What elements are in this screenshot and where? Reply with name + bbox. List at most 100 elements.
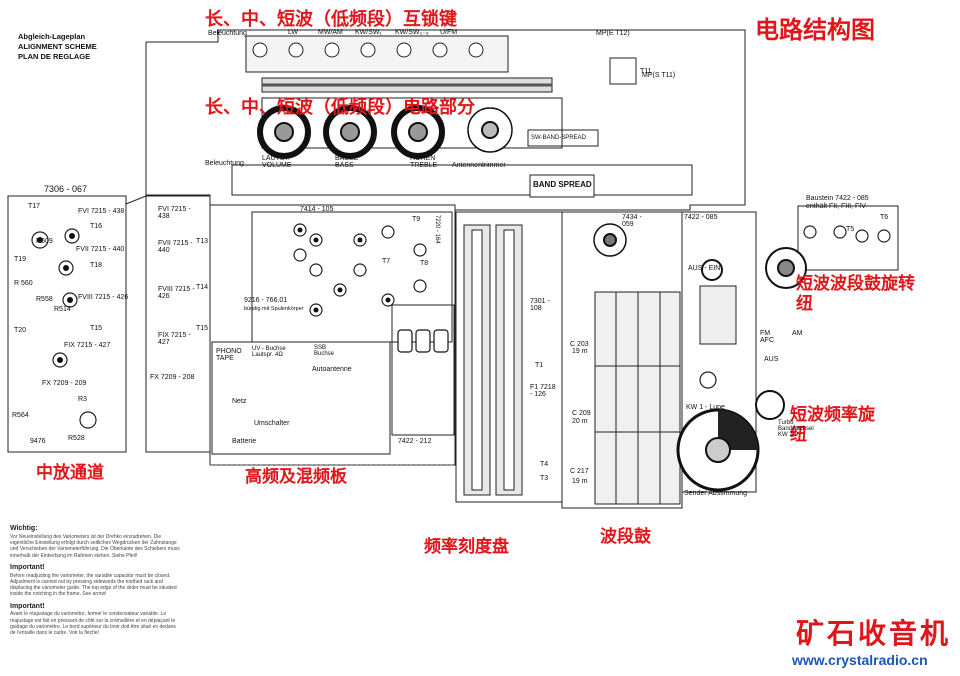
label-fvi-right: FVI 7215 - 438 — [158, 206, 191, 220]
label-c203: C 203 — [570, 341, 589, 348]
annotation-rf-mixer-board: 高频及混频板 — [245, 467, 347, 487]
label-bass: BASSE BASS — [335, 155, 359, 169]
sw-band-spread-box — [527, 129, 599, 147]
label-t6: T6 — [880, 214, 889, 221]
label-t8: T8 — [420, 260, 429, 267]
band-spread-box — [529, 174, 595, 198]
key-label-fm: U/FM — [440, 29, 458, 36]
label-fvii-right: FVII 7215 - 440 — [158, 240, 193, 254]
label-t15: T15 — [90, 325, 103, 332]
label-r564: R564 — [12, 412, 29, 419]
rf-module — [391, 304, 455, 436]
label-7220: 7220 - 164 — [434, 215, 440, 244]
label-t19: T19 — [14, 256, 27, 263]
label-board-7414: 7414 - 105 — [300, 206, 334, 213]
baustein-box — [797, 205, 899, 271]
label-board-7422-212: 7422 - 212 — [398, 438, 432, 445]
label-fvi-left: FVI 7215 - 438 — [78, 208, 125, 215]
if-board-left — [7, 195, 127, 453]
label-umschalter: Umschalter — [254, 420, 290, 427]
label-band-spread: BAND SPREAD — [533, 180, 592, 189]
title-line-3: PLAN DE REGLAGE — [18, 51, 91, 61]
label-fx-right: FX 7209 - 208 — [150, 374, 195, 381]
note-body-fr: Avant le réajustage du variomètre, ferme… — [10, 611, 176, 636]
label-t5: T5 — [846, 226, 855, 233]
turbo-knob — [755, 390, 785, 420]
label-volume: LAUTST. VOLUME — [262, 155, 292, 169]
label-t1: T1 — [535, 362, 544, 369]
label-uv-buchse: UV - Buchse Lautspr. 4Ω — [252, 346, 286, 358]
annotation-dial-scale: 频率刻度盘 — [424, 537, 509, 557]
lower-jacks-board — [211, 341, 391, 455]
annotation-circuit-section: 长、中、短波（低频段）电路部分 — [205, 97, 475, 118]
note-body-en: Before readjusting the variometer, the v… — [10, 572, 177, 598]
label-batterie: Batterie — [232, 438, 257, 445]
note-head-fr: Important! — [10, 602, 45, 610]
label-t4: T4 — [540, 461, 549, 468]
annotation-band-drum: 波段鼓 — [600, 527, 651, 547]
label-autoantenne: Autoantenne — [312, 366, 352, 373]
title-line-2: ALIGNMENT SCHEME — [18, 41, 97, 51]
label-board-7301: 7301 - 108 — [530, 298, 550, 312]
label-board-7434: 7434 - 059 — [622, 214, 642, 228]
key-label-kw29: KW/SW₂₋₉ — [395, 29, 429, 36]
label-fviii-right: FVIII 7215 - 426 — [158, 286, 195, 300]
key-label-lw: LW — [288, 29, 298, 36]
label-beleuchtung-left: Beleuchtung — [205, 160, 244, 167]
label-r558: R558 — [36, 296, 53, 303]
label-board-7422: 7422 - 085 — [684, 214, 718, 221]
top-chassis-outline — [145, 29, 746, 211]
label-am: AM — [792, 330, 803, 337]
annotation-if-channel: 中放通道 — [36, 463, 104, 483]
note-head-de: Wichtig: — [10, 525, 38, 532]
control-rail — [231, 164, 693, 196]
title-block: Abgleich-Lageplan ALIGNMENT SCHEME PLAN … — [18, 32, 97, 61]
label-mp-s: MP(S T11) — [642, 72, 676, 79]
if-board-right — [145, 195, 211, 453]
label-t17: T17 — [28, 203, 41, 210]
notes-block: Wichtig: Vor Neueinstellung des Variomet… — [10, 520, 180, 636]
label-19m-a: 19 m — [572, 348, 588, 355]
label-r528: R528 — [68, 435, 85, 442]
label-netz: Netz — [232, 398, 247, 405]
label-r3: R3 — [78, 396, 87, 403]
label-fviii-left: FVIII 7215 - 426 — [78, 294, 129, 301]
aus-ein-knob — [701, 259, 723, 281]
label-19m-b: 19 m — [572, 478, 588, 485]
site-url[interactable]: www.crystalradio.cn — [792, 652, 928, 668]
label-f1: F1 7218 - 126 — [530, 384, 556, 398]
label-t18: T18 — [90, 262, 103, 269]
key-label-kw1: KW/SW₁ — [355, 29, 382, 36]
key-label-mw: MW/AM — [318, 29, 343, 36]
label-phono: PHONO TAPE — [216, 348, 242, 362]
label-fix-left: FIX 7215 - 427 — [64, 342, 111, 349]
label-board-9216: 9216 - 766.01 — [244, 297, 288, 304]
label-baustein: Baustein 7422 - 085 — [806, 195, 869, 202]
label-r514: R514 — [54, 306, 71, 313]
label-c209: C 209 — [572, 410, 591, 417]
label-sw-band-spread: SW-BAND-SPREAD — [531, 135, 586, 141]
main-title: 电路结构图 — [755, 16, 875, 44]
label-fix-right: FIX 7215 - 427 — [158, 332, 191, 346]
site-logo: 矿石收音机 — [796, 617, 952, 650]
label-aus: AUS — [764, 356, 779, 363]
label-t15-right: T15 — [196, 325, 209, 332]
label-t16: T16 — [90, 223, 103, 230]
label-kw1-lupe: KW 1 - Lupe — [686, 404, 725, 411]
label-sender-abstimmung: Sender Abstimmung — [684, 490, 748, 497]
label-t7: T7 — [382, 258, 391, 265]
label-fx-left: FX 7209 - 209 — [42, 380, 87, 387]
annotation-sw-freq-knob: 短波频率旋纽 — [790, 405, 875, 446]
label-turbo: Turbo Bandwechsel KW 2-9 — [778, 420, 814, 438]
label-fvii-left: FVII 7215 - 440 — [76, 246, 125, 253]
label-t14: T14 — [196, 284, 209, 291]
label-t3: T3 — [540, 475, 549, 482]
label-c217: C 217 — [570, 468, 589, 475]
label-t11: T11 — [640, 68, 652, 75]
label-r560: R 560 — [14, 280, 33, 287]
label-treble: HÖHEN TREBLE — [410, 155, 438, 169]
label-t13: T13 — [196, 238, 209, 245]
label-t20: T20 — [14, 327, 27, 334]
